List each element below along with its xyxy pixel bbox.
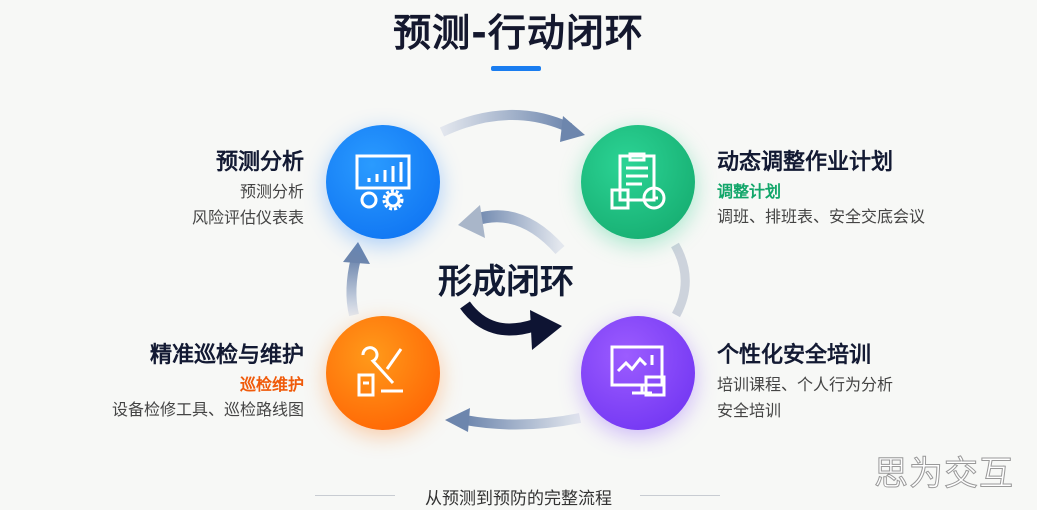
node-line: 预测分析 (239, 182, 304, 201)
node-line: 安全培训 (717, 401, 782, 420)
wrench-tools-icon (357, 346, 403, 397)
node-line: 风险评估仪表表 (191, 208, 304, 227)
node-line: 设备检修工具、巡检路线图 (111, 400, 304, 419)
node-title: 动态调整作业计划 (717, 150, 894, 175)
node-title: 精准巡检与维护 (149, 343, 304, 368)
node-line: 培训课程、个人行为分析 (717, 375, 894, 394)
node-subtitle: 调整计划 (717, 182, 782, 201)
center-label: 形成闭环 (438, 262, 574, 302)
node-circle-training (581, 316, 695, 430)
page-title: 预测-行动闭环 (393, 11, 644, 55)
node-subtitle: 巡检维护 (239, 375, 304, 394)
inner-arrow-bottom-head (530, 310, 562, 350)
monitor-analytics-icon (610, 345, 666, 397)
node-title: 个性化安全培训 (717, 343, 872, 368)
node-text-prediction: 预测分析 预测分析 风险评估仪表表 (192, 152, 304, 236)
arrow-bottom (464, 413, 581, 430)
arrow-top-head (560, 116, 585, 142)
watermark: 思为交互 (874, 454, 1014, 495)
footer-line-right (640, 495, 720, 496)
node-line: 调班、排班表、安全交底会议 (717, 207, 926, 226)
arrow-bottom-head (445, 408, 470, 432)
inner-arrow-top (473, 210, 565, 255)
footer-line-left (315, 495, 395, 496)
node-title: 预测分析 (215, 150, 304, 175)
inner-arrow-bottom (460, 301, 537, 336)
node-circle-inspection (326, 316, 440, 430)
footer-caption: 从预测到预防的完整流程 (425, 489, 612, 509)
node-text-plan: 动态调整作业计划 调整计划 调班、排班表、安全交底会议 (717, 152, 925, 235)
node-circle-prediction (326, 125, 440, 239)
arrow-left (346, 256, 361, 317)
node-text-training: 个性化安全培训 培训课程、个人行为分析 安全培训 (717, 345, 893, 429)
arrow-left-head (343, 242, 370, 264)
title-underline (491, 66, 541, 71)
arc-right (671, 242, 690, 318)
node-circle-plan (581, 125, 695, 239)
node-text-inspection: 精准巡检与维护 巡检维护 设备检修工具、巡检路线图 (112, 345, 304, 428)
dashboard-chart-icon (355, 154, 411, 211)
inner-arrow-top-head (458, 205, 485, 238)
clipboard-clock-icon (610, 152, 666, 210)
arrow-top (439, 110, 573, 137)
